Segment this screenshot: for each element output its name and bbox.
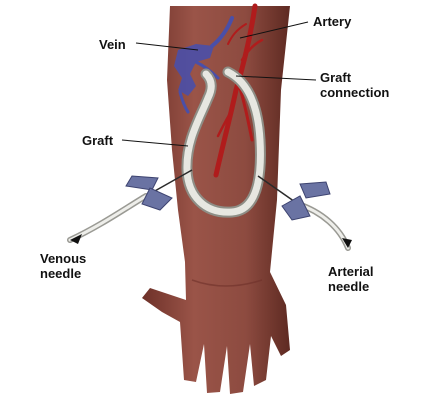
graft-connection-label-line1: Graft	[320, 70, 351, 85]
venous-needle-tubing-highlight	[70, 196, 146, 240]
graft-label: Graft	[82, 133, 113, 148]
arterial-needle-label-line1: Arterial	[328, 264, 374, 279]
venous-needle-label-line2: needle	[40, 266, 81, 281]
vein-label: Vein	[99, 37, 126, 52]
venous-needle-label-line1: Venous	[40, 251, 86, 266]
arterial-needle-label-line2: needle	[328, 279, 369, 294]
graft-connection-label-line2: connection	[320, 85, 389, 100]
artery-label: Artery	[313, 14, 351, 29]
